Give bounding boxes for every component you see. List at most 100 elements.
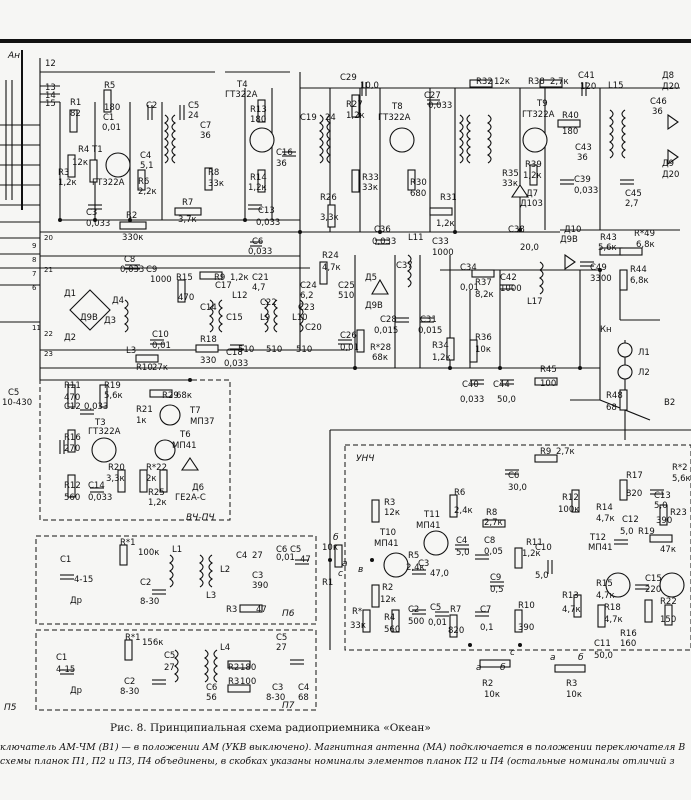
svg-text:0,033: 0,033	[574, 186, 598, 196]
svg-text:R5: R5	[408, 551, 419, 561]
panel-vch-frame	[39, 379, 231, 521]
svg-text:МП41: МП41	[172, 441, 197, 451]
svg-text:C1: C1	[56, 653, 67, 663]
svg-text:390: 390	[252, 581, 268, 591]
svg-text:C26: C26	[340, 331, 357, 341]
svg-text:10к: 10к	[322, 543, 338, 553]
svg-text:470: 470	[64, 393, 80, 403]
svg-text:C2: C2	[140, 578, 151, 588]
svg-text:4,7к: 4,7к	[562, 605, 581, 615]
svg-text:C6: C6	[252, 237, 263, 247]
svg-text:C17: C17	[215, 281, 232, 291]
svg-text:10к: 10к	[566, 690, 582, 700]
svg-text:100к: 100к	[558, 505, 579, 515]
svg-text:R10: R10	[518, 601, 535, 611]
svg-text:C4: C4	[236, 551, 247, 561]
svg-text:в: в	[358, 565, 363, 575]
svg-text:R*28: R*28	[370, 343, 391, 353]
svg-text:10к: 10к	[475, 345, 491, 355]
svg-text:8: 8	[32, 256, 36, 264]
svg-text:9: 9	[32, 242, 36, 250]
svg-text:1000: 1000	[150, 275, 172, 285]
svg-text:R29: R29	[162, 391, 179, 401]
svg-text:C3: C3	[86, 208, 97, 218]
pin-12: 12	[45, 59, 56, 69]
svg-text:R48: R48	[606, 391, 623, 401]
svg-text:Д5: Д5	[365, 273, 377, 283]
svg-text:R6: R6	[138, 177, 149, 187]
svg-text:510: 510	[238, 345, 254, 355]
svg-text:1,2к: 1,2к	[436, 219, 455, 229]
svg-text:5,6к: 5,6к	[104, 391, 123, 401]
svg-text:R43: R43	[600, 233, 617, 243]
svg-text:0,033: 0,033	[460, 395, 484, 405]
svg-text:c: c	[510, 648, 515, 658]
svg-text:R2: R2	[482, 679, 493, 689]
svg-text:L15: L15	[608, 81, 624, 91]
svg-text:R24: R24	[322, 251, 339, 261]
svg-text:33к: 33к	[208, 179, 224, 189]
svg-text:820: 820	[626, 489, 642, 499]
svg-text:47: 47	[300, 555, 311, 565]
svg-text:Др: Др	[70, 686, 82, 696]
svg-text:б: б	[333, 533, 339, 543]
svg-text:3,3к: 3,3к	[320, 213, 339, 223]
svg-text:C14: C14	[88, 481, 105, 491]
svg-text:C5: C5	[430, 603, 441, 613]
svg-text:33к: 33к	[502, 179, 518, 189]
svg-text:C12: C12	[622, 515, 639, 525]
svg-text:68: 68	[606, 403, 617, 413]
svg-text:T1: T1	[91, 145, 103, 155]
svg-text:820: 820	[448, 626, 464, 636]
svg-text:C6: C6	[276, 545, 287, 555]
svg-text:Л1: Л1	[638, 348, 650, 358]
svg-text:R21: R21	[136, 405, 153, 415]
svg-text:МП41: МП41	[416, 521, 441, 531]
svg-text:0,01: 0,01	[428, 618, 447, 628]
block-vch-label: ВЧ-ПЧ	[186, 513, 215, 523]
svg-text:C4: C4	[298, 683, 309, 693]
svg-text:2к: 2к	[146, 474, 157, 484]
svg-text:1к: 1к	[136, 416, 147, 426]
svg-text:C5: C5	[290, 545, 301, 555]
svg-text:27: 27	[164, 663, 175, 673]
svg-text:C44: C44	[493, 380, 510, 390]
svg-text:680: 680	[410, 189, 426, 199]
diode-bridge	[69, 113, 679, 471]
svg-text:1,2к: 1,2к	[432, 353, 451, 363]
svg-text:R15: R15	[176, 273, 193, 283]
svg-text:50,0: 50,0	[594, 651, 613, 661]
svg-text:10-430: 10-430	[2, 398, 32, 408]
svg-text:390: 390	[656, 516, 672, 526]
svg-text:1000: 1000	[432, 248, 454, 258]
svg-text:c: c	[338, 569, 343, 579]
svg-text:МП37: МП37	[190, 417, 215, 427]
svg-text:33к: 33к	[362, 183, 378, 193]
svg-text:180: 180	[250, 115, 266, 125]
svg-text:4,7к: 4,7к	[596, 591, 615, 601]
svg-text:C38: C38	[508, 225, 525, 235]
svg-text:L10: L10	[292, 313, 308, 323]
svg-text:5,0: 5,0	[456, 548, 470, 558]
svg-text:R12: R12	[64, 481, 81, 491]
svg-text:1,2к: 1,2к	[148, 498, 167, 508]
svg-text:20: 20	[44, 234, 53, 242]
svg-text:C18: C18	[226, 348, 243, 358]
svg-text:C46: C46	[650, 97, 667, 107]
svg-text:R8: R8	[486, 508, 497, 518]
svg-text:Кн: Кн	[600, 325, 612, 335]
svg-text:4,7к: 4,7к	[604, 615, 623, 625]
svg-text:22: 22	[44, 330, 53, 338]
svg-text:C43: C43	[575, 143, 592, 153]
svg-text:2,4к: 2,4к	[406, 563, 425, 573]
svg-text:330к: 330к	[122, 233, 143, 243]
svg-text:2,2к: 2,2к	[138, 187, 157, 197]
svg-text:50,0: 50,0	[497, 395, 516, 405]
svg-text:R36: R36	[475, 333, 492, 343]
svg-text:6: 6	[32, 284, 37, 292]
svg-text:100к: 100к	[138, 548, 159, 558]
svg-text:47: 47	[256, 605, 267, 615]
svg-text:C12: C12	[64, 402, 81, 412]
svg-text:5,0: 5,0	[535, 571, 549, 581]
svg-text:Д3: Д3	[104, 316, 116, 326]
